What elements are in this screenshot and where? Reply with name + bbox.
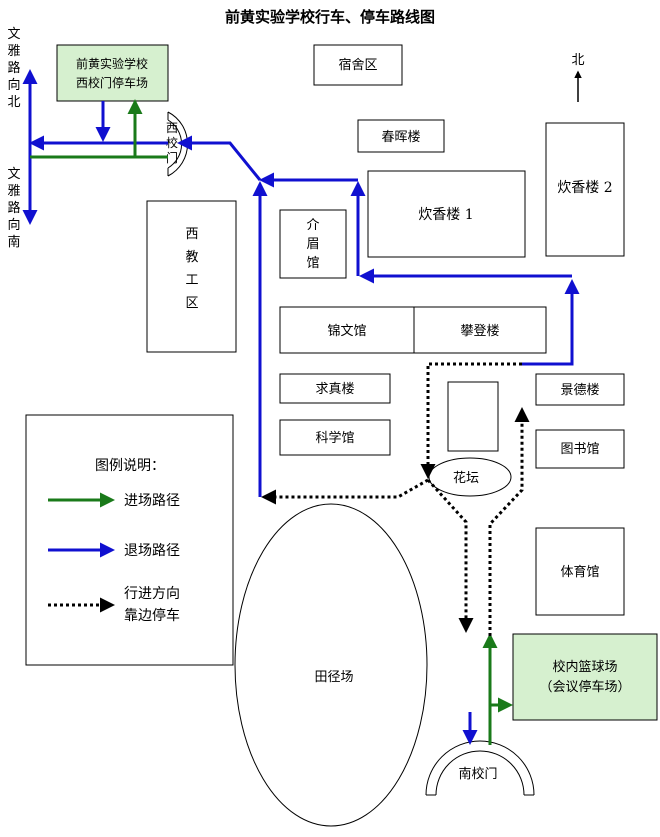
map-title: 前黄实验学校行车、停车路线图	[225, 8, 435, 26]
exit-route	[22, 69, 580, 745]
svg-text:前黄实验学校: 前黄实验学校	[76, 56, 148, 71]
road-north-label: 文 雅 路 向 北	[7, 27, 20, 110]
north-arrow-icon: 北	[571, 53, 585, 102]
building-pandeng: 攀登楼	[413, 306, 547, 354]
svg-text:区: 区	[185, 296, 198, 311]
svg-text:求真楼: 求真楼	[315, 382, 354, 397]
legend-dotted-label-2: 靠边停车	[124, 607, 180, 624]
south-gate: 南校门	[425, 740, 535, 796]
svg-text:西: 西	[166, 121, 178, 135]
building-gym: 体育馆	[535, 527, 625, 616]
building-jingde: 景德楼	[535, 373, 625, 406]
svg-text:眉: 眉	[306, 237, 319, 252]
svg-text:文: 文	[7, 27, 20, 42]
svg-text:西校门停车场: 西校门停车场	[76, 75, 148, 90]
svg-text:馆: 馆	[306, 256, 319, 271]
svg-text:景德楼: 景德楼	[560, 383, 599, 398]
svg-text:路: 路	[7, 60, 20, 76]
svg-text:门: 门	[166, 150, 178, 165]
building-chuixiang-1: 炊香楼 1	[367, 170, 526, 258]
drive-and-park-route	[261, 362, 530, 636]
basketball-court-parking: 校内篮球场 （会议停车场）	[512, 633, 658, 721]
svg-text:攀登楼: 攀登楼	[460, 324, 499, 339]
svg-text:体育馆: 体育馆	[560, 564, 599, 580]
svg-text:田径场: 田径场	[314, 670, 353, 685]
svg-text:春晖楼: 春晖楼	[381, 130, 420, 145]
building-library: 图书馆	[535, 429, 625, 469]
svg-text:路: 路	[7, 200, 20, 216]
building-chunhui: 春晖楼	[357, 119, 445, 153]
svg-text:南校门: 南校门	[458, 766, 497, 782]
courtyard-rectangle	[447, 381, 499, 452]
svg-text:教: 教	[185, 249, 198, 265]
legend-exit-label: 退场路径	[124, 543, 180, 559]
svg-text:科学馆: 科学馆	[315, 430, 354, 446]
legend: 图例说明： 进场路径 退场路径 行进方向 靠边停车	[25, 414, 234, 666]
svg-text:向: 向	[7, 77, 20, 93]
track-field: 田径场	[234, 503, 428, 827]
legend-title: 图例说明：	[95, 458, 165, 474]
svg-text:北: 北	[7, 95, 20, 110]
svg-text:校: 校	[166, 135, 178, 150]
flowerbed: 花坛	[428, 457, 512, 497]
svg-text:工: 工	[185, 273, 198, 288]
building-qiuzhen: 求真楼	[279, 373, 391, 404]
building-west-teaching: 西 教 工 区	[146, 200, 237, 353]
building-jinwen: 锦文馆	[279, 306, 415, 354]
svg-text:介: 介	[306, 218, 319, 233]
legend-dotted-label-1: 行进方向	[124, 586, 180, 602]
svg-text:雅: 雅	[7, 44, 20, 59]
svg-text:南: 南	[7, 234, 20, 250]
svg-text:向: 向	[7, 217, 20, 233]
legend-entry-label: 进场路径	[124, 493, 180, 509]
building-dormitory: 宿舍区	[313, 44, 403, 86]
svg-text:图书馆: 图书馆	[560, 442, 599, 457]
svg-text:雅: 雅	[7, 184, 20, 199]
west-gate: 西 校 门	[166, 111, 189, 177]
svg-text:（会议停车场）: （会议停车场）	[539, 679, 630, 695]
svg-text:炊香楼 1: 炊香楼 1	[418, 207, 473, 223]
svg-text:校内篮球场: 校内篮球场	[552, 659, 617, 675]
svg-text:花坛: 花坛	[453, 470, 479, 486]
svg-text:锦文馆: 锦文馆	[327, 324, 366, 339]
svg-text:宿舍区: 宿舍区	[338, 57, 377, 73]
building-chuixiang-2: 炊香楼 2	[545, 122, 625, 257]
svg-text:炊香楼 2: 炊香楼 2	[557, 180, 612, 196]
svg-text:文: 文	[7, 167, 20, 182]
building-jiemei: 介 眉 馆	[279, 209, 347, 279]
entry-route	[30, 99, 513, 745]
building-kexue: 科学馆	[279, 419, 391, 456]
west-gate-parking: 前黄实验学校 西校门停车场	[56, 44, 169, 102]
svg-text:西: 西	[185, 227, 198, 242]
north-label: 北	[571, 53, 584, 68]
road-south-label: 文 雅 路 向 南	[7, 167, 20, 250]
